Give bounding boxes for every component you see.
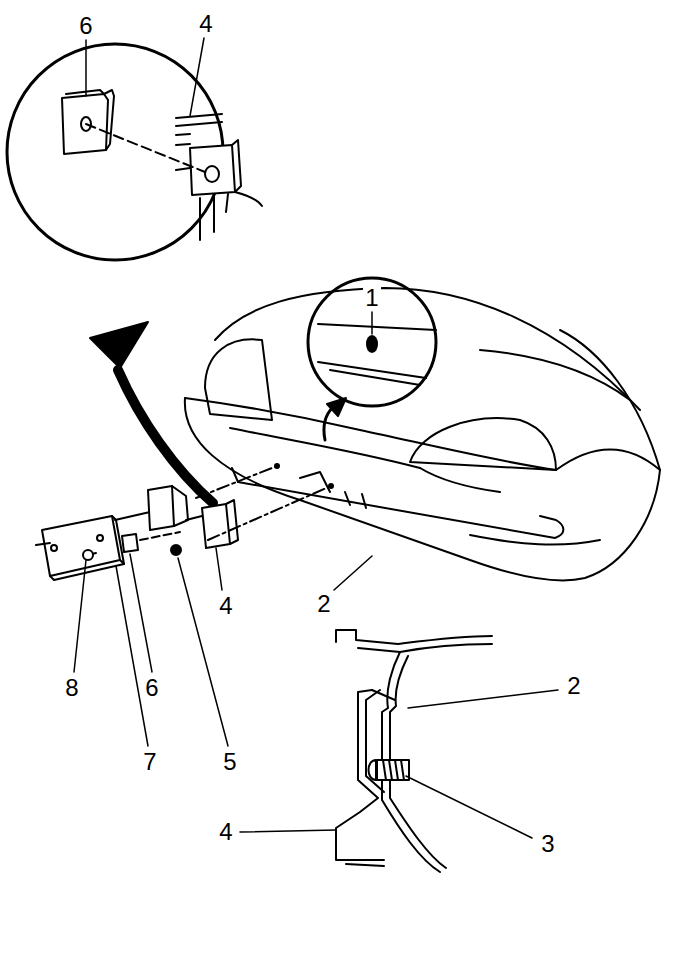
- callout-number: 6: [77, 13, 94, 39]
- plate-bracket: [42, 516, 124, 580]
- callout-number: 2: [565, 673, 582, 699]
- assembly-line: [196, 466, 277, 498]
- clip-detail: [62, 90, 114, 154]
- hole-detail: [318, 324, 436, 385]
- cross-section: [336, 630, 492, 872]
- callout-number: 7: [141, 749, 158, 775]
- detail-arrow: [324, 407, 333, 440]
- callout-number: 3: [539, 831, 556, 857]
- screws: [36, 512, 150, 560]
- callout-number: 4: [217, 593, 234, 619]
- detail-arrow: [118, 370, 213, 503]
- callout-number: 4: [217, 819, 234, 845]
- arrow-head: [327, 398, 346, 416]
- callout-number: 5: [221, 749, 238, 775]
- callout-number: 1: [363, 285, 380, 311]
- arrow-head: [90, 322, 148, 368]
- callout-number: 4: [197, 11, 214, 37]
- assembly-line: [208, 486, 331, 540]
- bumper-bracket-detail: [86, 114, 262, 240]
- callout-number: 6: [143, 675, 160, 701]
- leader-lines: [74, 38, 558, 838]
- detail-circle: [308, 278, 436, 406]
- callout-number: 2: [315, 591, 332, 617]
- brackets: [148, 486, 238, 548]
- clips-nuts: [122, 532, 181, 555]
- callout-number: 8: [63, 675, 80, 701]
- car-body: [185, 288, 660, 580]
